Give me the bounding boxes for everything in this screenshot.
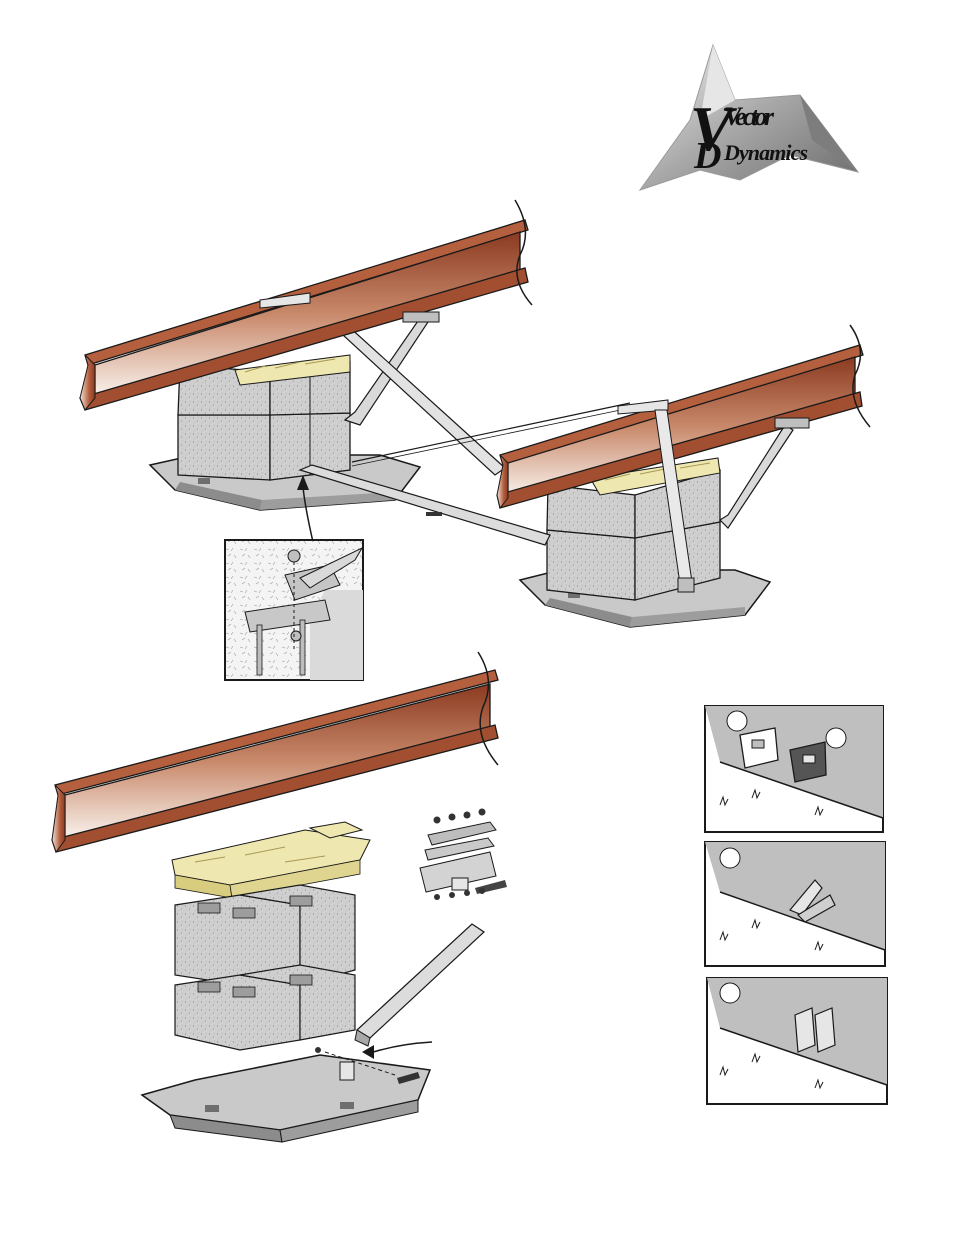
detail-panel-2: [705, 842, 885, 966]
logo-cap-d: D: [693, 135, 721, 177]
brace-arm-exploded: [355, 924, 484, 1046]
hardware-exploded: [420, 809, 507, 901]
nut-icon: [288, 550, 300, 562]
vector-dynamics-logo: V Vector D Dynamics: [640, 45, 858, 190]
callout-arrow-lower: [362, 1042, 432, 1059]
concrete-blocks-exploded: [175, 885, 355, 1050]
inset-bolt-detail: [225, 540, 363, 680]
logo-word-1: Vector: [724, 102, 775, 131]
ground-pan-exploded: [142, 1047, 430, 1142]
i-beam-lower: [52, 652, 498, 852]
logo-word-2: Dynamics: [723, 140, 808, 165]
bolt-icon: [434, 817, 441, 824]
detail-panel-3: [707, 978, 887, 1104]
detail-panel-1: [705, 706, 883, 832]
bracket-icon: [340, 1062, 354, 1080]
bolt-icon: [464, 812, 471, 819]
bolt-icon: [479, 809, 486, 816]
lumber-exploded: [172, 822, 370, 898]
bolt-icon: [449, 814, 456, 821]
nut-icon: [291, 631, 301, 641]
